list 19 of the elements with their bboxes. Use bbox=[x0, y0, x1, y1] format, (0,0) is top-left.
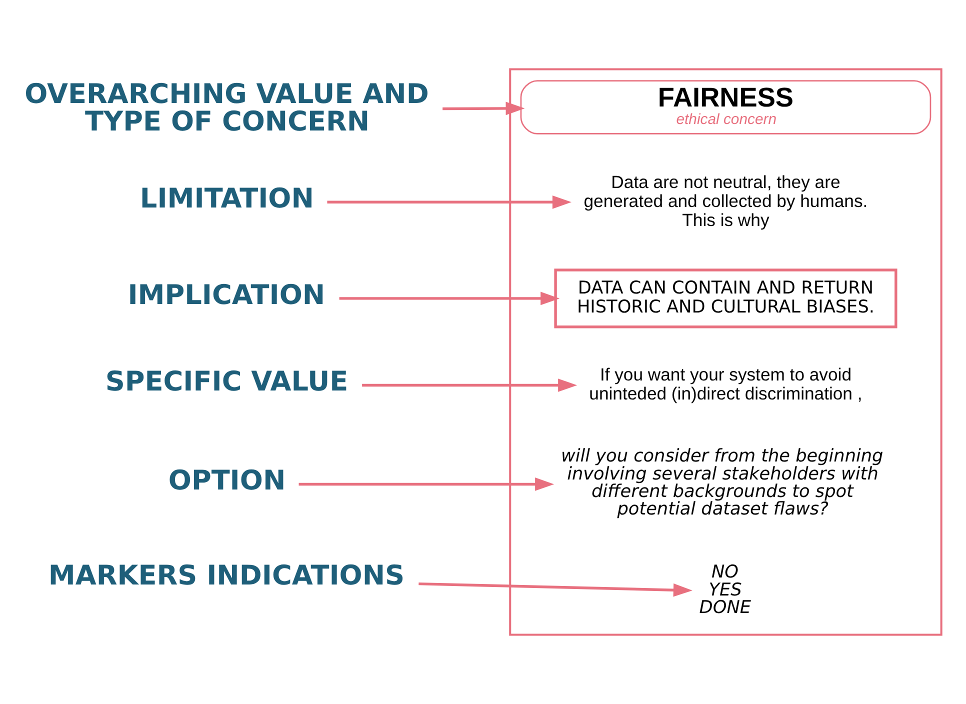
node-text: SPECIFIC VALUE bbox=[105, 366, 348, 398]
arrow bbox=[327, 196, 572, 209]
arrow bbox=[442, 102, 525, 116]
arrow bbox=[339, 292, 560, 306]
node-text: OVERARCHING VALUE AND TYPE OF CONCERN bbox=[24, 79, 429, 138]
arrow bbox=[298, 478, 554, 491]
node-box: DATA CAN CONTAIN AND RETURN HISTORIC AND CULTURAL BIASES. bbox=[554, 268, 898, 328]
node-text: IMPLICATION bbox=[128, 280, 326, 311]
node-text: NO YES DONE bbox=[699, 562, 752, 618]
node-text: Data are not neutral, they are generated and collected by humans. This is why bbox=[584, 172, 868, 230]
node-text: LIMITATION bbox=[140, 184, 314, 215]
node-text: will you consider from the beginning involving several stakeholders with different backgrounds to spot potential dataset flaws? bbox=[560, 446, 884, 520]
cluster bbox=[509, 68, 942, 636]
arrow bbox=[418, 582, 692, 597]
node-box: FAIRNESS ethical concern bbox=[520, 80, 932, 134]
node-text: MARKERS INDICATIONS bbox=[48, 560, 405, 592]
node-text: If you want your system to avoid uninteded (in)direct discrimination , bbox=[589, 364, 862, 404]
arrow bbox=[362, 378, 578, 392]
node-text: OPTION bbox=[168, 466, 286, 497]
